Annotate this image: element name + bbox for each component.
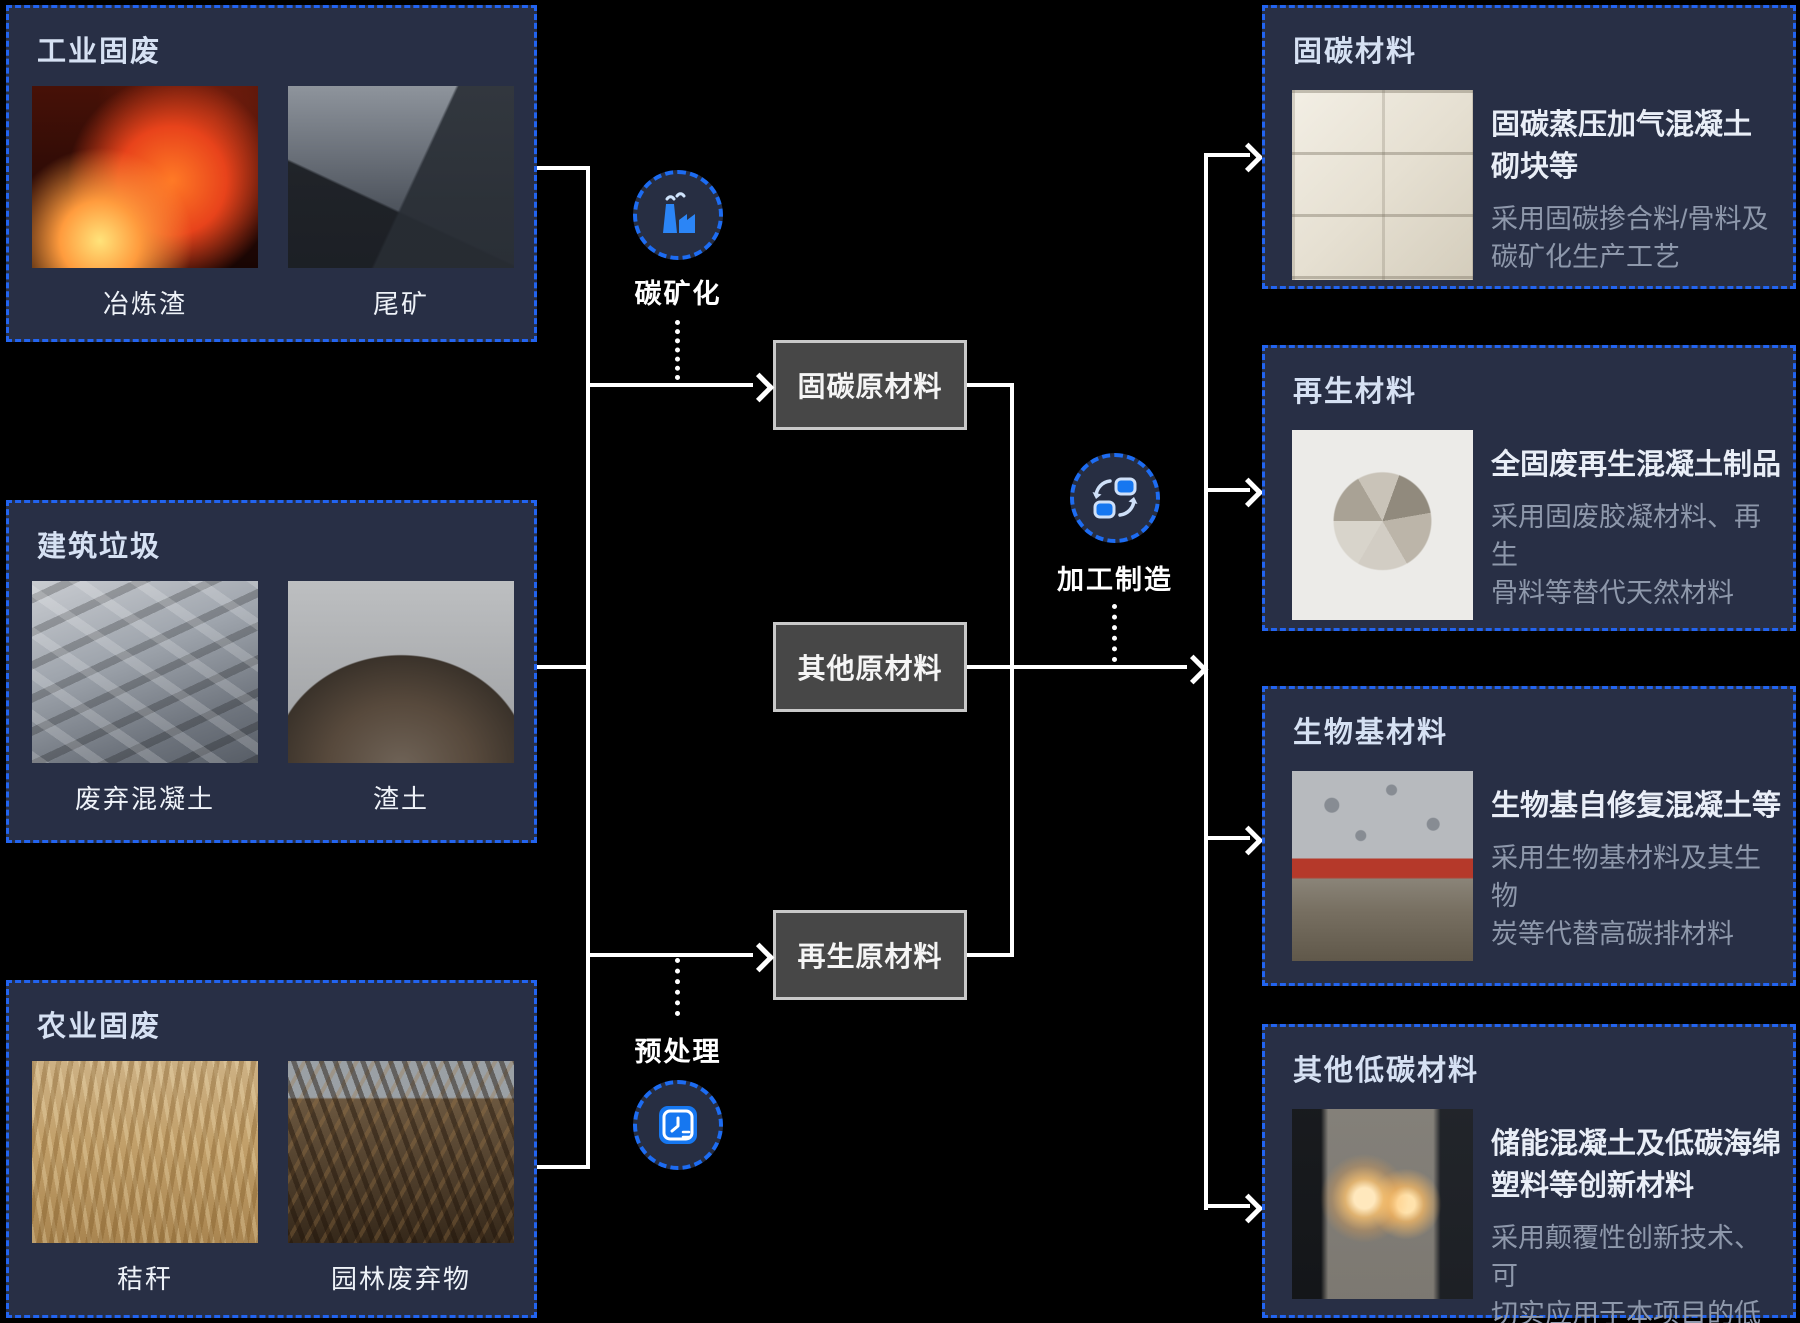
smelting-slag-image (32, 86, 258, 268)
arrowhead (1233, 825, 1264, 856)
recycled-raw-material-box: 再生原材料 (773, 910, 967, 1000)
dotted-connector (675, 320, 680, 380)
flow-line (537, 1165, 588, 1169)
manufacturing-label: 加工制造 (1057, 565, 1173, 595)
arrowhead (1233, 1193, 1264, 1224)
pretreatment-label: 预处理 (634, 1037, 722, 1067)
garden-waste-image (288, 1061, 514, 1243)
industrial-waste-box: 工业固废 冶炼渣 尾矿 (6, 5, 537, 342)
arrowhead (744, 372, 775, 403)
waste-concrete-image (32, 581, 258, 763)
carbon-mineralization-node (633, 170, 723, 260)
product-description: 采用固废胶凝材料、再生 骨料等替代天然材料 (1491, 502, 1761, 608)
smelting-slag-caption: 冶炼渣 (102, 289, 187, 319)
flow-line (967, 665, 1187, 669)
dotted-connector (675, 958, 680, 1016)
product-description: 采用固碳掺合料/骨料及 碳矿化生产工艺 (1491, 204, 1769, 272)
agricultural-waste-title: 农业固废 (37, 1011, 162, 1043)
manufacturing-icon (1092, 477, 1138, 519)
flow-line (1208, 1204, 1250, 1208)
other-low-carbon-material-box: 其他低碳材料 储能混凝土及低碳海绵 塑料等创新材料 采用颠覆性创新技术、可 切实… (1262, 1024, 1796, 1323)
carbon-fixing-material-box: 固碳材料 固碳蒸压加气混凝土 砌块等 采用固碳掺合料/骨料及 碳矿化生产工艺 (1262, 5, 1796, 289)
construction-waste-title: 建筑垃圾 (37, 531, 162, 563)
recycled-material-title: 再生材料 (1293, 376, 1418, 408)
other-low-carbon-material-title: 其他低碳材料 (1293, 1055, 1480, 1087)
aerated-concrete-blocks-image (1292, 90, 1473, 280)
arrowhead (1233, 477, 1264, 508)
flow-line (537, 665, 588, 669)
straw-image (32, 1061, 258, 1243)
tailings-image (288, 86, 514, 268)
flow-line (537, 166, 588, 170)
factory-icon (663, 192, 695, 233)
recycled-material-box: 再生材料 全固废再生混凝土制品 采用固废胶凝材料、再生 骨料等替代天然材料 (1262, 345, 1796, 631)
flow-line (586, 166, 590, 1169)
flow-line (1208, 153, 1250, 157)
recycled-concrete-product-image (1292, 430, 1473, 620)
industrial-waste-title: 工业固废 (37, 36, 162, 68)
energy-storage-concrete-image (1292, 1109, 1473, 1299)
arrowhead (744, 942, 775, 973)
dotted-connector (1112, 604, 1117, 662)
muck-image (288, 581, 514, 763)
tailings-caption: 尾矿 (372, 289, 429, 319)
self-healing-concrete-image (1292, 771, 1473, 961)
agricultural-waste-box: 农业固废 秸秆 园林废弃物 (6, 980, 537, 1318)
product-name: 储能混凝土及低碳海绵 塑料等创新材料 (1491, 1128, 1782, 1202)
bio-based-material-title: 生物基材料 (1293, 717, 1449, 749)
construction-waste-box: 建筑垃圾 废弃混凝土 渣土 (6, 500, 537, 843)
product-name: 全固废再生混凝土制品 (1491, 449, 1782, 481)
flow-line (967, 383, 1014, 387)
manufacturing-node (1070, 453, 1160, 543)
straw-caption: 秸秆 (116, 1264, 173, 1294)
other-raw-material-box: 其他原材料 (773, 622, 967, 712)
carbon-fixing-raw-material-box: 固碳原材料 (773, 340, 967, 430)
bio-based-material-box: 生物基材料 生物基自修复混凝土等 采用生物基材料及其生物 炭等代替高碳排材料 (1262, 686, 1796, 986)
pretreatment-node (633, 1080, 723, 1170)
product-description: 采用生物基材料及其生物 炭等代替高碳排材料 (1491, 843, 1761, 949)
arrowhead (1233, 142, 1264, 173)
flow-line (588, 953, 753, 957)
product-name: 生物基自修复混凝土等 (1491, 790, 1782, 822)
pretreatment-icon (659, 1106, 697, 1144)
product-description: 采用颠覆性创新技术、可 切实应用于本项目的低碳 材料 (1491, 1223, 1761, 1323)
flow-line (967, 953, 1014, 957)
flow-line (1010, 383, 1014, 957)
product-name: 固碳蒸压加气混凝土 砌块等 (1491, 109, 1753, 183)
carbon-fixing-material-title: 固碳材料 (1293, 36, 1418, 68)
garden-waste-caption: 园林废弃物 (330, 1264, 471, 1294)
flow-line (1204, 153, 1208, 1210)
flow-line (1208, 488, 1250, 492)
carbon-mineralization-label: 碳矿化 (634, 279, 722, 309)
flow-line (1208, 836, 1250, 840)
flow-line (588, 383, 753, 387)
waste-concrete-caption: 废弃混凝土 (74, 784, 215, 814)
muck-caption: 渣土 (372, 784, 429, 814)
